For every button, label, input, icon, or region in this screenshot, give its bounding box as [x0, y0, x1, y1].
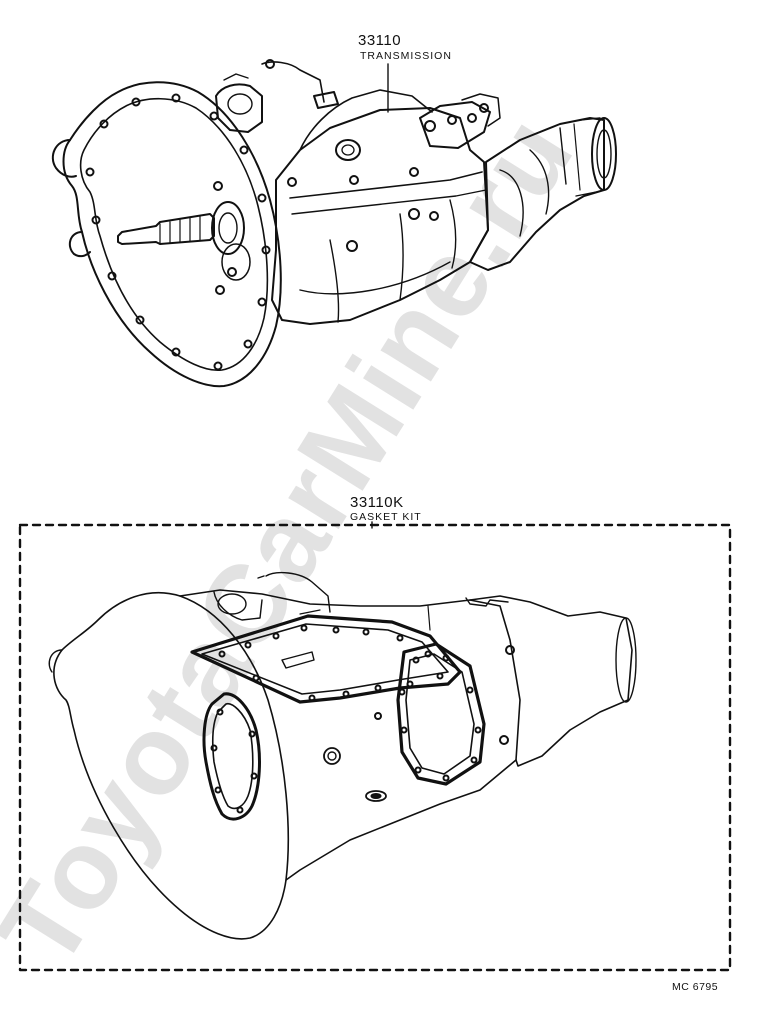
part-name-gasket-kit: GASKET KIT	[350, 511, 422, 523]
gasket-kit-frame	[18, 523, 732, 972]
part-number-transmission: 33110	[358, 32, 402, 49]
gasket-bell-housing	[53, 591, 290, 940]
side-cover-gasket	[396, 642, 486, 786]
seal-a	[323, 747, 341, 765]
top-cover-gasket	[190, 614, 462, 704]
part-name-transmission: TRANSMISSION	[360, 50, 452, 62]
gasket-kit-assembly	[48, 571, 637, 940]
extension-housing	[469, 117, 605, 271]
transmission-assembly	[51, 59, 617, 388]
input-shaft	[117, 213, 215, 245]
part-number-gasket-kit: 33110K	[350, 494, 404, 511]
front-retainer-gasket	[202, 692, 261, 821]
seal-b	[365, 790, 387, 802]
figure-code: MC 6795	[672, 981, 719, 993]
bell-housing-outer	[62, 81, 282, 388]
